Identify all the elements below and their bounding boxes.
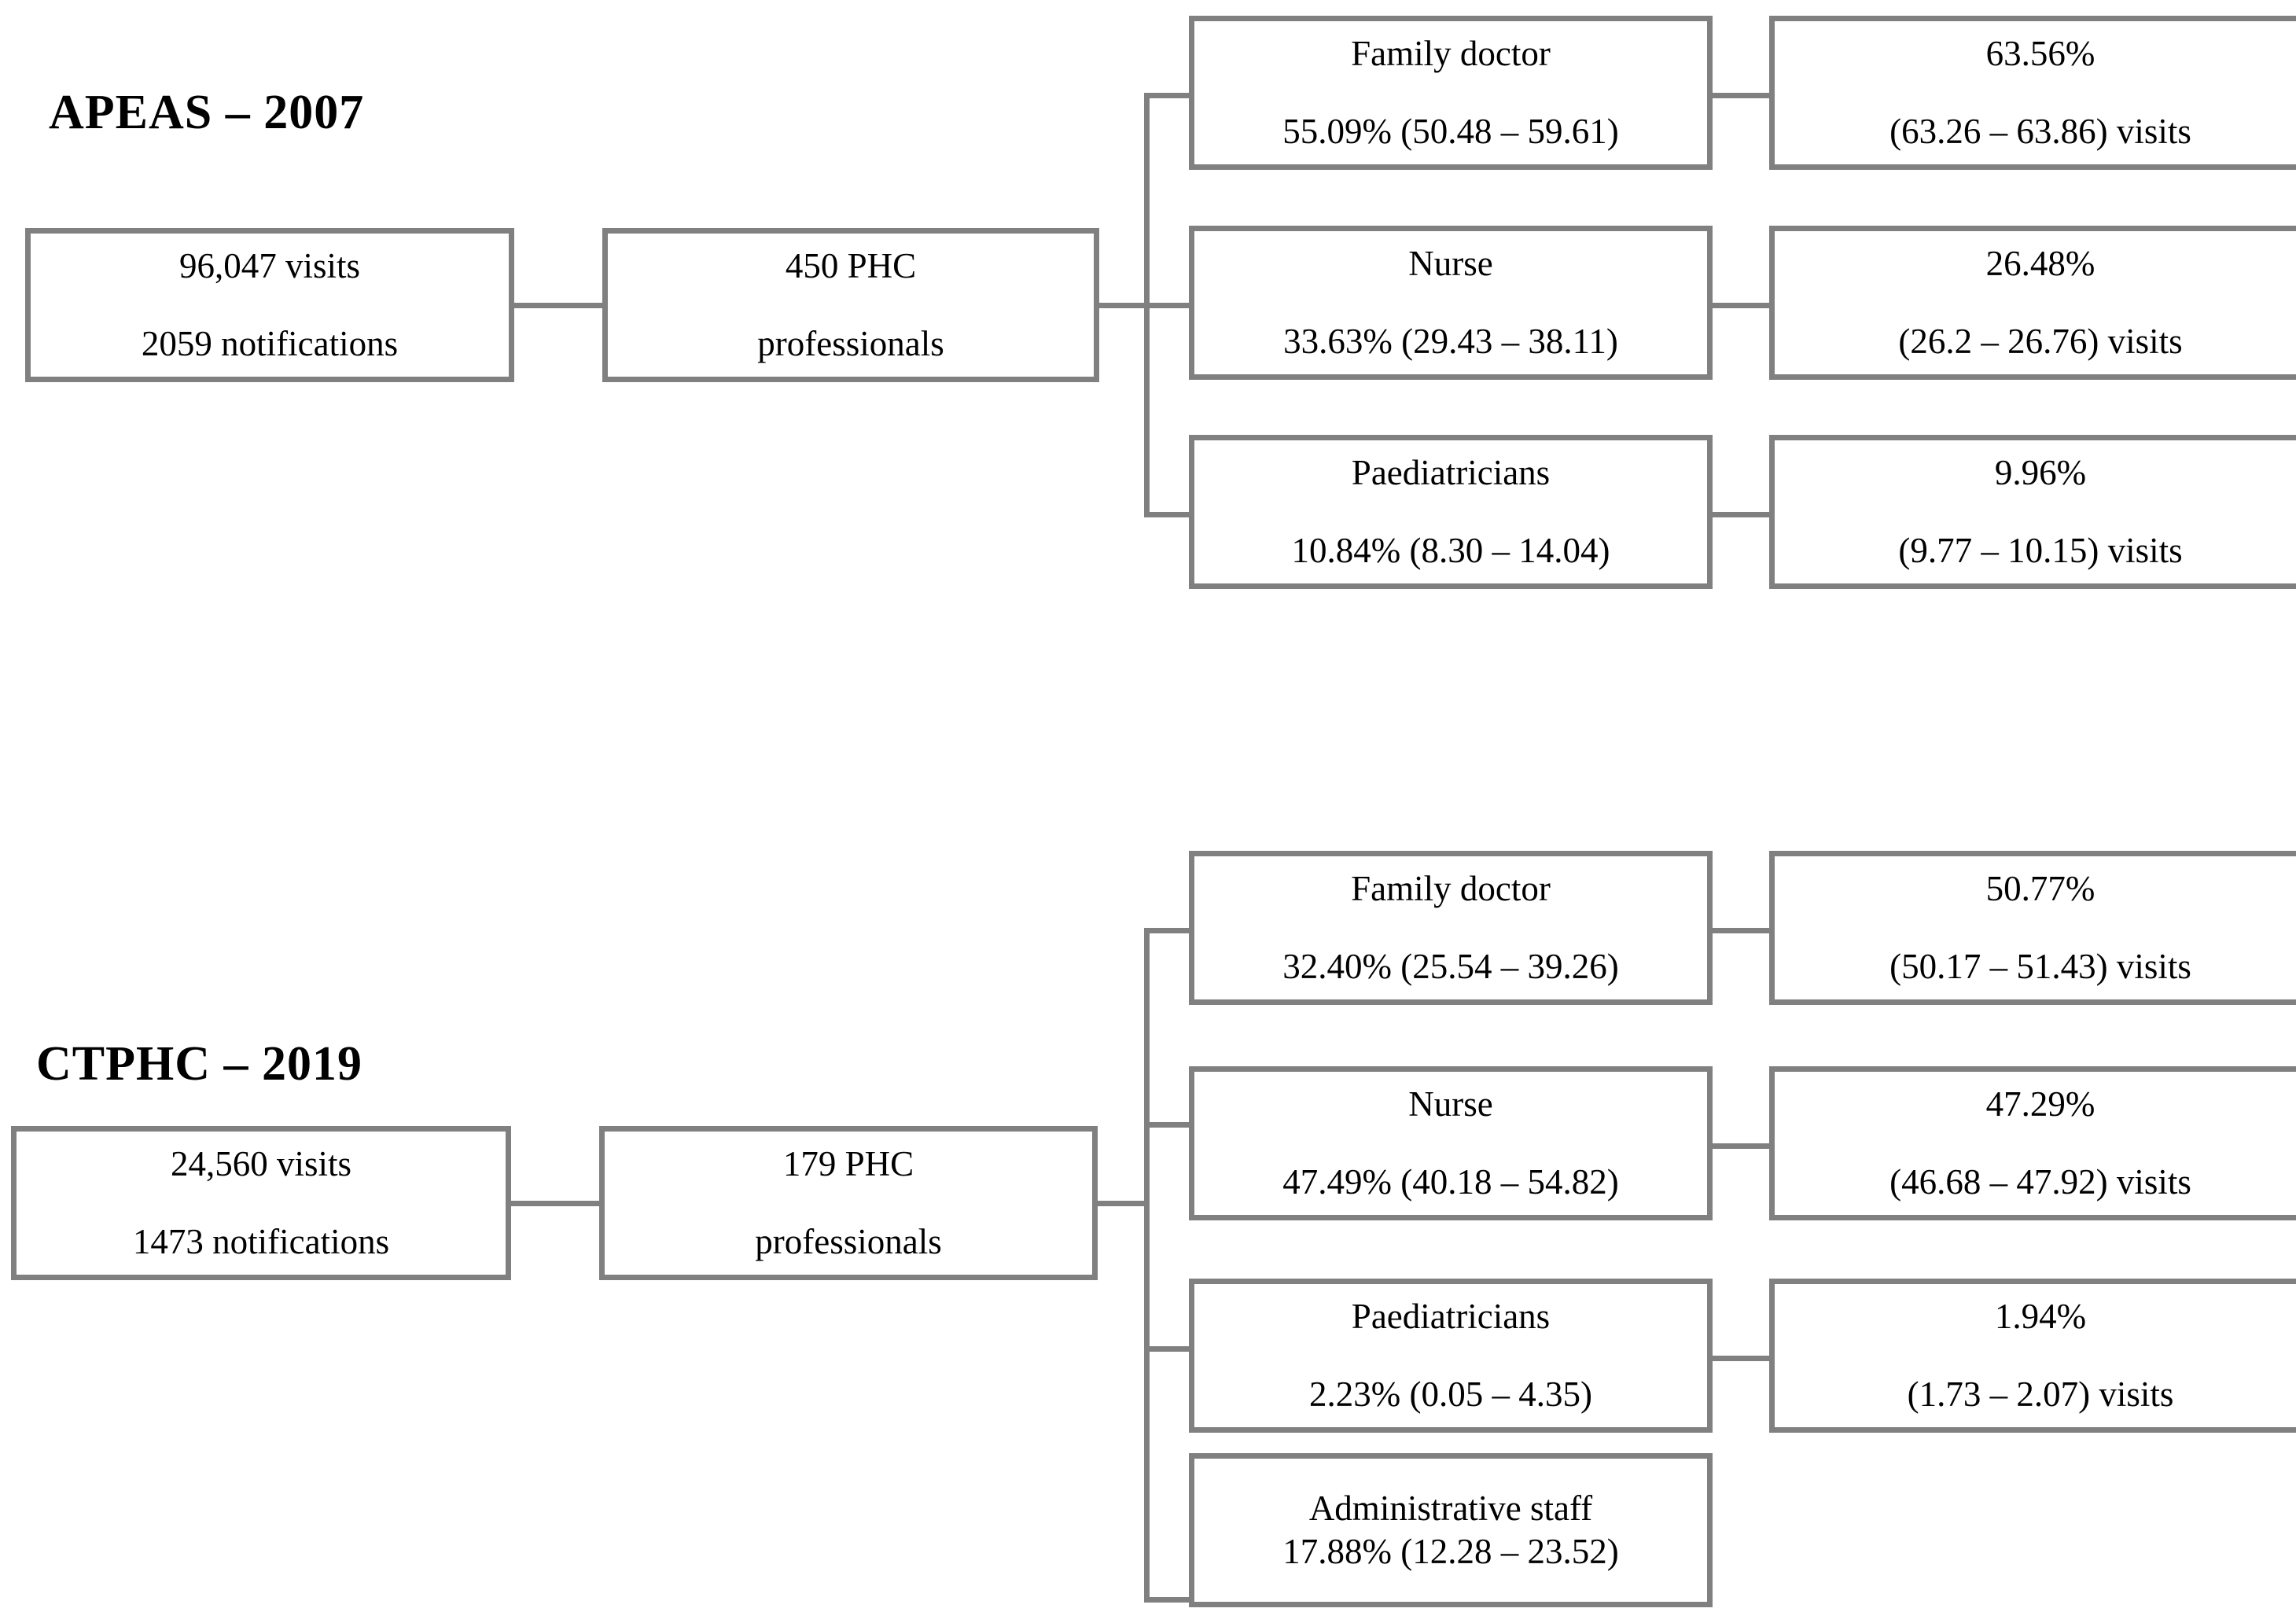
ctphc-source-box: 24,560 visits 1473 notifications <box>11 1126 511 1280</box>
apeas-professionals-label: professionals <box>757 324 944 363</box>
ctphc-bracket-stub-1 <box>1144 1122 1193 1128</box>
apeas-connector-role-visits-1 <box>1709 303 1774 308</box>
ctphc-role-label-0: Family doctor <box>1351 869 1551 908</box>
apeas-source-box: 96,047 visits 2059 notifications <box>25 228 514 382</box>
apeas-bracket-stub-0 <box>1144 93 1193 98</box>
apeas-role-box-1: Nurse 33.63% (29.43 – 38.11) <box>1189 226 1713 380</box>
apeas-visits-ci-0: (63.26 – 63.86) visits <box>1889 112 2191 151</box>
ctphc-connector-professionals-to-bracket <box>1095 1201 1150 1206</box>
apeas-visits-box-0: 63.56% (63.26 – 63.86) visits <box>1769 16 2296 170</box>
apeas-visits-box-1: 26.48% (26.2 – 26.76) visits <box>1769 226 2296 380</box>
apeas-visits-pct-1: 26.48% <box>1985 244 2095 283</box>
ctphc-visits-pct-2: 1.94% <box>1994 1297 2087 1336</box>
apeas-connector-professionals-to-bracket <box>1096 303 1150 308</box>
apeas-professionals-box: 450 PHC professionals <box>602 228 1099 382</box>
ctphc-visits-ci-2: (1.73 – 2.07) visits <box>1907 1375 2174 1414</box>
ctphc-role-label-3: Administrative staff <box>1308 1489 1593 1528</box>
section-title-apeas: APEAS – 2007 <box>49 86 365 139</box>
ctphc-bracket-stub-3 <box>1144 1597 1193 1603</box>
apeas-visits-pct-2: 9.96% <box>1994 453 2087 492</box>
apeas-role-label-2: Paediatricians <box>1351 453 1551 492</box>
ctphc-bracket-stub-0 <box>1144 928 1193 933</box>
apeas-role-label-0: Family doctor <box>1351 34 1551 73</box>
ctphc-visits-ci-1: (46.68 – 47.92) visits <box>1889 1162 2191 1202</box>
apeas-role-label-1: Nurse <box>1408 244 1493 283</box>
ctphc-bracket-stub-2 <box>1144 1346 1193 1352</box>
ctphc-role-value-3: 17.88% (12.28 – 23.52) <box>1282 1532 1619 1571</box>
apeas-professionals-count: 450 PHC <box>785 246 917 285</box>
ctphc-visits-box-0: 50.77% (50.17 – 51.43) visits <box>1769 851 2296 1005</box>
apeas-connector-role-visits-0 <box>1709 93 1774 98</box>
apeas-visits-box-2: 9.96% (9.77 – 10.15) visits <box>1769 435 2296 589</box>
ctphc-professionals-count: 179 PHC <box>782 1144 914 1183</box>
ctphc-role-value-0: 32.40% (25.54 – 39.26) <box>1282 947 1619 986</box>
ctphc-visits-ci-0: (50.17 – 51.43) visits <box>1889 947 2191 986</box>
ctphc-bracket-trunk <box>1144 928 1150 1603</box>
apeas-role-box-0: Family doctor 55.09% (50.48 – 59.61) <box>1189 16 1713 170</box>
ctphc-visits-pct-0: 50.77% <box>1985 869 2095 908</box>
apeas-visits-ci-1: (26.2 – 26.76) visits <box>1898 322 2183 361</box>
apeas-bracket-stub-1 <box>1144 303 1193 308</box>
ctphc-visits-pct-1: 47.29% <box>1985 1084 2095 1124</box>
ctphc-source-notifications: 1473 notifications <box>132 1222 390 1261</box>
section-title-ctphc: CTPHC – 2019 <box>36 1037 362 1091</box>
ctphc-role-box-2: Paediatricians 2.23% (0.05 – 4.35) <box>1189 1279 1713 1433</box>
apeas-visits-ci-2: (9.77 – 10.15) visits <box>1898 531 2183 570</box>
apeas-role-value-1: 33.63% (29.43 – 38.11) <box>1283 322 1618 361</box>
apeas-role-box-2: Paediatricians 10.84% (8.30 – 14.04) <box>1189 435 1713 589</box>
ctphc-role-label-2: Paediatricians <box>1351 1297 1551 1336</box>
ctphc-connector-source-to-professionals <box>508 1201 604 1206</box>
ctphc-professionals-label: professionals <box>755 1222 942 1261</box>
ctphc-role-box-3: Administrative staff 17.88% (12.28 – 23.… <box>1189 1453 1713 1607</box>
ctphc-visits-box-2: 1.94% (1.73 – 2.07) visits <box>1769 1279 2296 1433</box>
apeas-connector-role-visits-2 <box>1709 512 1774 517</box>
ctphc-role-label-1: Nurse <box>1408 1084 1493 1124</box>
ctphc-role-box-0: Family doctor 32.40% (25.54 – 39.26) <box>1189 851 1713 1005</box>
ctphc-connector-role-visits-1 <box>1709 1143 1774 1149</box>
ctphc-role-value-2: 2.23% (0.05 – 4.35) <box>1309 1375 1592 1414</box>
ctphc-connector-role-visits-0 <box>1709 928 1774 933</box>
apeas-visits-pct-0: 63.56% <box>1985 34 2095 73</box>
ctphc-source-visits: 24,560 visits <box>170 1144 352 1183</box>
ctphc-role-box-1: Nurse 47.49% (40.18 – 54.82) <box>1189 1066 1713 1220</box>
ctphc-role-value-1: 47.49% (40.18 – 54.82) <box>1282 1162 1619 1202</box>
ctphc-visits-box-1: 47.29% (46.68 – 47.92) visits <box>1769 1066 2296 1220</box>
apeas-source-notifications: 2059 notifications <box>141 324 399 363</box>
apeas-role-value-0: 55.09% (50.48 – 59.61) <box>1282 112 1619 151</box>
apeas-bracket-stub-2 <box>1144 512 1193 517</box>
ctphc-professionals-box: 179 PHC professionals <box>599 1126 1098 1280</box>
apeas-role-value-2: 10.84% (8.30 – 14.04) <box>1291 531 1610 570</box>
ctphc-connector-role-visits-2 <box>1709 1356 1774 1361</box>
apeas-source-visits: 96,047 visits <box>178 246 361 285</box>
apeas-connector-source-to-professionals <box>511 303 607 308</box>
